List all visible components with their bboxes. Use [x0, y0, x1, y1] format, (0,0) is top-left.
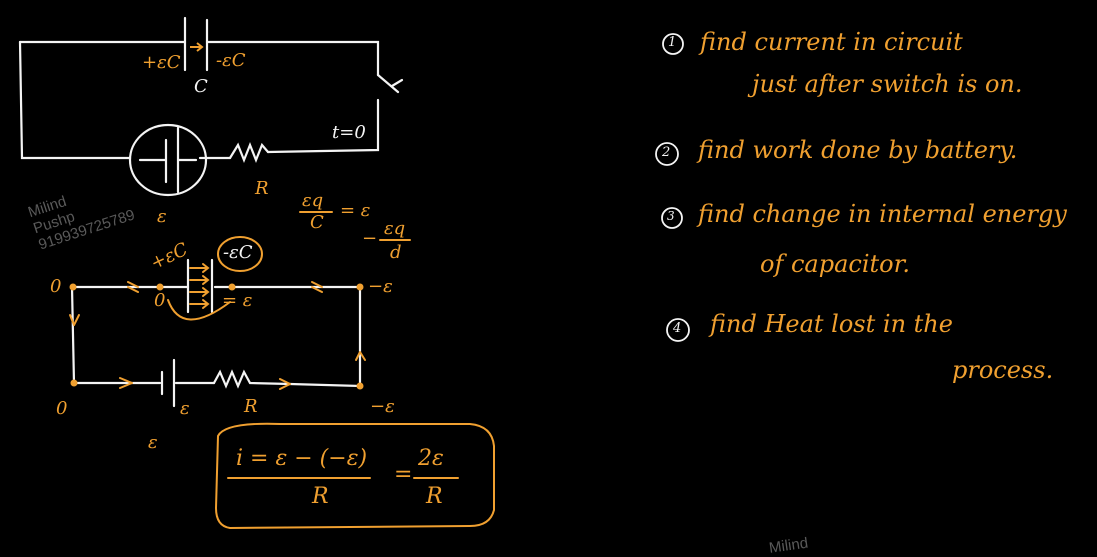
- c1-cap-minus-label: -εC: [216, 50, 246, 71]
- c1-cap-plus-label: +εC: [142, 52, 181, 73]
- q4-line2: process.: [952, 356, 1054, 384]
- eq1-equals: = ε: [340, 200, 371, 221]
- c2-node-battery-right: ε: [180, 398, 190, 419]
- c1-emf-label: ε: [157, 206, 167, 227]
- q1-number: 1: [668, 35, 677, 50]
- circuit1-arrow: [190, 42, 204, 52]
- c2-node-left-bottom: 0: [56, 398, 68, 419]
- c1-switch-label: t=0: [332, 122, 366, 143]
- eq1-lhs-den: C: [310, 212, 324, 233]
- current-eq-result-den: R: [426, 484, 443, 509]
- c2-node-mid-top-right: = ε: [222, 290, 253, 311]
- c1-resistor-label: R: [255, 178, 269, 199]
- circuit1-wires: [18, 16, 404, 197]
- circuit2-annotations: [69, 211, 495, 530]
- c2-node-resistor: R: [244, 396, 258, 417]
- eq1-rhs-num: εq: [384, 218, 406, 239]
- eq1-lhs-num: εq: [302, 190, 324, 211]
- current-eq-equals: =: [394, 462, 413, 487]
- q4-line1: find Heat lost in the: [710, 310, 953, 338]
- q3-line1: find change in internal energy: [698, 200, 1067, 228]
- question-number-circles: [655, 33, 690, 342]
- q2-number: 2: [662, 145, 671, 160]
- c1-cap-label: C: [194, 76, 208, 97]
- q4-number: 4: [673, 321, 682, 336]
- c2-node-mid-top: 0: [154, 290, 166, 311]
- q2-line1: find work done by battery.: [698, 136, 1018, 164]
- c2-node-left-top: 0: [50, 276, 62, 297]
- eq1-minus: −: [362, 228, 378, 249]
- circuit2-dots: [69, 283, 364, 390]
- eq1-rhs-den: d: [390, 242, 402, 263]
- q1-line2: just after switch is on.: [752, 70, 1023, 98]
- c2-node-right-bottom: −ε: [370, 396, 395, 417]
- c2-cap-minus-label: -εC: [223, 242, 253, 263]
- current-eq-den: R: [312, 484, 329, 509]
- q1-line1: find current in circuit: [700, 28, 963, 56]
- circuit2-wires: [70, 258, 362, 408]
- q3-number: 3: [667, 209, 675, 223]
- c2-node-right-top: −ε: [368, 276, 393, 297]
- current-eq-num: i = ε − (−ε): [236, 446, 368, 471]
- current-eq-result-num: 2ε: [418, 446, 444, 471]
- c2-emf-label: ε: [148, 432, 158, 453]
- q3-line2: of capacitor.: [760, 250, 911, 278]
